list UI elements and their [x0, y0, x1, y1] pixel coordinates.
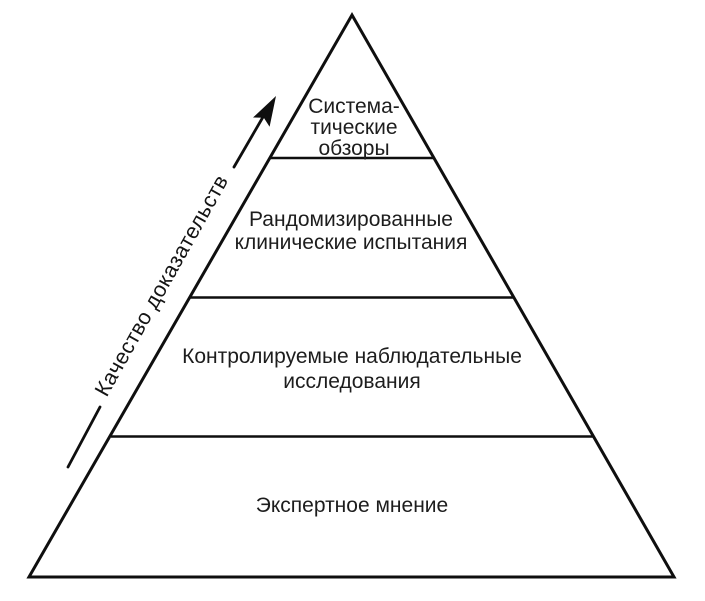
tier-label-line: Экспертное мнение — [256, 494, 448, 517]
tier-label-line: Контролируемые наблюдательные — [182, 345, 522, 368]
arrowhead-icon — [253, 96, 276, 127]
tier-label-line: Система- — [308, 95, 400, 118]
tier-label-line: обзоры — [318, 137, 389, 160]
tier-label-randomized-clinical-trials: Рандомизированные клинические испытания — [235, 208, 468, 254]
tier-label-controlled-observational-studies: Контролируемые наблюдательные исследован… — [182, 345, 522, 393]
tier-label-line: исследования — [283, 370, 420, 393]
tier-label-line: тические — [310, 116, 397, 139]
quality-axis-line-upper — [232, 115, 265, 169]
tier-label-line: Рандомизированные — [249, 208, 453, 231]
tier-label-line: клинические испытания — [235, 231, 468, 254]
quality-axis-line-lower — [66, 405, 102, 469]
tier-label-expert-opinion: Экспертное мнение — [256, 494, 448, 517]
tier-label-systematic-reviews: Система- тические обзоры — [308, 95, 400, 160]
